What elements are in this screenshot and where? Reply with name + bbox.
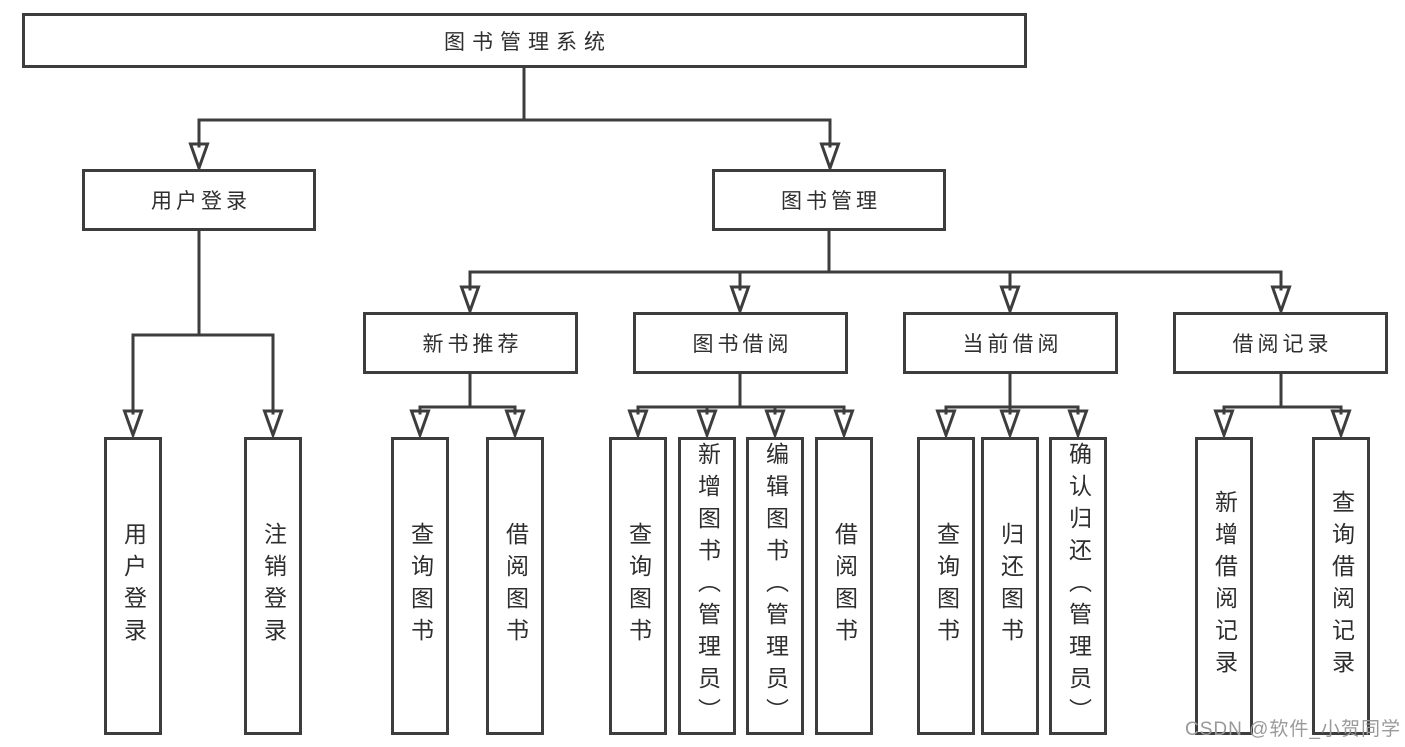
leaf-user-login: 用户登录 [104,437,162,735]
leaf-return-books: 归还图书 [981,437,1039,735]
leaf-label: 查询借阅记录 [1328,490,1355,682]
leaf-borrow-query-books: 查询图书 [609,437,667,735]
leaf-label: 新增图书（管理员） [694,442,721,730]
leaf-label: 查询图书 [933,522,960,650]
node-label: 借阅记录 [1232,333,1333,356]
leaf-label: 借阅图书 [831,522,858,650]
leaf-add-books-admin: 新增图书（管理员） [678,437,736,735]
leaf-query-borrow-record: 查询借阅记录 [1312,437,1370,735]
node-book-borrowing: 图书借阅 [633,312,848,374]
leaf-borrow-books: 借阅图书 [815,437,873,735]
node-label: 图书借阅 [692,333,793,356]
leaf-label: 注销登录 [260,522,287,650]
node-borrowing-records: 借阅记录 [1173,312,1388,374]
leaf-add-borrow-record: 新增借阅记录 [1195,437,1253,735]
leaf-label: 查询图书 [407,522,434,650]
leaf-label: 借阅图书 [502,522,529,650]
leaf-rec-borrow-books: 借阅图书 [486,437,544,735]
leaf-label: 归还图书 [997,522,1024,650]
csdn-watermark: CSDN @软件_小贺同学 [1185,719,1401,740]
leaf-label: 编辑图书（管理员） [762,442,789,730]
node-label: 图书管理系统 [444,30,612,54]
leaf-logout: 注销登录 [244,437,302,735]
node-library-management-system: 图书管理系统 [22,13,1027,68]
leaf-label: 用户登录 [120,522,147,650]
leaf-label: 确认归还（管理员） [1065,442,1092,730]
node-new-book-recommendation: 新书推荐 [363,312,578,374]
leaf-rec-query-books: 查询图书 [391,437,449,735]
leaf-confirm-return-admin: 确认归还（管理员） [1049,437,1107,735]
node-current-borrowing: 当前借阅 [903,312,1118,374]
leaf-current-query-books: 查询图书 [917,437,975,735]
leaf-label: 新增借阅记录 [1211,490,1238,682]
leaf-edit-books-admin: 编辑图书（管理员） [746,437,804,735]
node-user-login: 用户登录 [82,169,316,231]
node-label: 新书推荐 [422,333,523,356]
node-label: 图书管理 [781,190,881,213]
leaf-label: 查询图书 [625,522,652,650]
node-label: 当前借阅 [962,333,1063,356]
node-book-management: 图书管理 [712,169,946,231]
node-label: 用户登录 [151,190,251,213]
